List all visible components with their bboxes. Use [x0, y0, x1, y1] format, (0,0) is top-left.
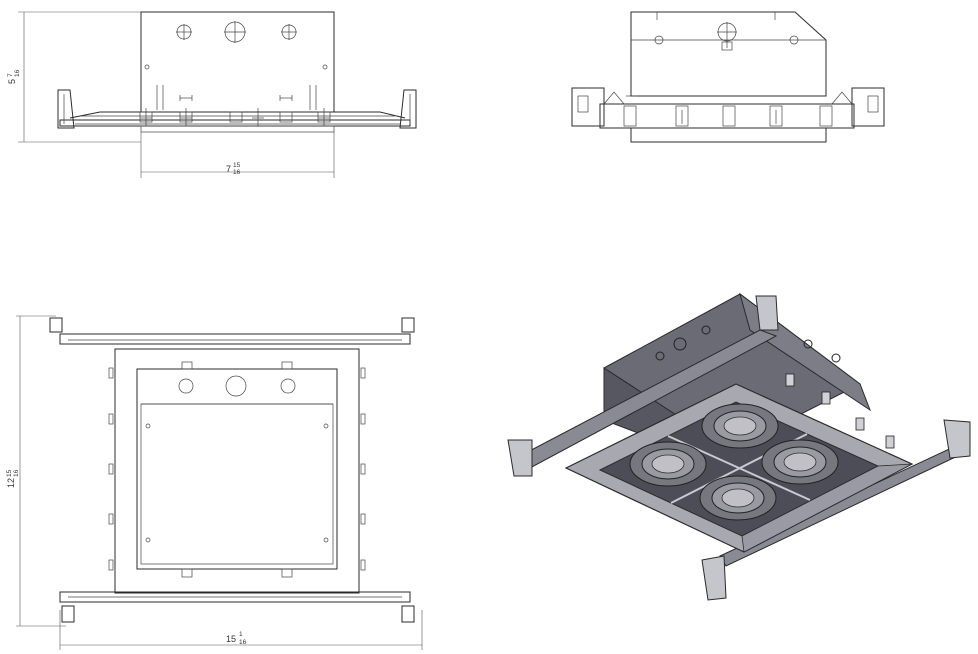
clips	[139, 108, 331, 126]
width-den: 16	[233, 169, 241, 176]
top-knockouts	[145, 375, 329, 543]
top-view: 12 15 16 15 1 16	[6, 315, 423, 650]
front-trim	[630, 127, 827, 143]
width-num: 15	[233, 162, 241, 169]
side-view: 5 7 16 7 15 16	[7, 11, 417, 178]
front-clips	[623, 105, 833, 127]
lamp-module	[701, 403, 779, 449]
top-height-whole: 12	[6, 478, 16, 488]
top-width-num: 1	[239, 631, 243, 638]
height-num: 7	[7, 73, 14, 77]
top-height-num: 15	[6, 469, 13, 477]
top-height-den: 16	[13, 469, 20, 477]
iso-clips	[785, 373, 895, 449]
side-tabs	[108, 361, 366, 578]
height-dimension: 5 7 16	[7, 11, 141, 143]
cover-plate	[140, 403, 334, 565]
width-dimension: 7 15 16	[140, 132, 335, 178]
trim-frame	[114, 348, 360, 594]
lamp-modules	[629, 403, 839, 521]
front-brackets	[571, 87, 885, 127]
lamp-module	[761, 439, 839, 485]
isometric-view	[507, 292, 971, 601]
top-width-whole: 15	[226, 634, 236, 644]
aperture	[136, 368, 338, 570]
junction-box-outline	[140, 11, 335, 113]
top-width-den: 16	[239, 639, 247, 646]
front-box-outline	[630, 11, 827, 97]
height-den: 16	[14, 69, 21, 77]
knockout-holes	[144, 21, 328, 70]
lamp-module	[699, 475, 777, 521]
height-whole: 5	[7, 79, 17, 84]
lamp-module	[629, 441, 707, 487]
front-view	[571, 11, 885, 143]
top-height-dimension: 12 15 16	[6, 315, 66, 627]
width-whole: 7	[226, 164, 231, 174]
top-width-dimension: 15 1 16	[59, 610, 423, 650]
top-hanger-bar	[49, 317, 415, 345]
bottom-hanger-bar	[59, 591, 415, 623]
